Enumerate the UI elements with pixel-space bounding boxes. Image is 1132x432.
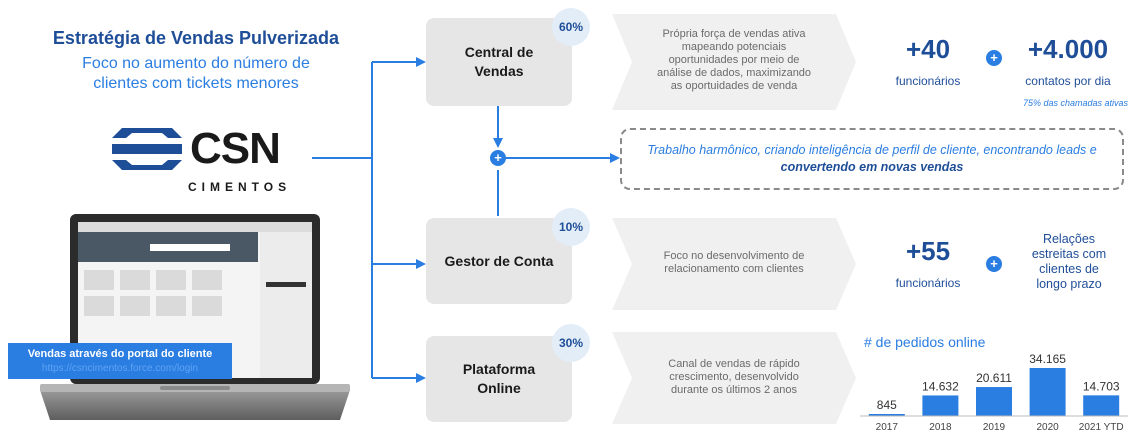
bar-2019: [976, 387, 1012, 416]
x-tick-label: 2019: [983, 422, 1006, 432]
csn-logo-icon: [112, 128, 182, 170]
bar-2018: [922, 395, 959, 416]
bar-value-label: 20.611: [976, 371, 1012, 385]
description-line: Canal de vendas de rápido: [668, 358, 800, 370]
subtitle: Foco no aumento do número de clientes co…: [0, 54, 392, 94]
channel-box-plataforma-online: Plataforma Online: [426, 336, 572, 422]
portal-banner: Vendas através do portal do cliente http…: [8, 343, 232, 379]
percent-badge: 60%: [552, 8, 590, 46]
channel-name-line1: Central de: [464, 44, 534, 60]
description-line: mapeando potenciais: [681, 41, 787, 53]
metric-contacts-value: +4.000: [1027, 34, 1109, 64]
metric-employees-value: +40: [905, 34, 951, 64]
description-line: oportunidades por meio de: [668, 54, 800, 66]
percent-badge: 10%: [552, 208, 590, 246]
bar-value-label: 14.703: [1083, 379, 1120, 393]
bar-2020: [1029, 368, 1066, 416]
channel-name: Gestor de Conta: [444, 252, 554, 269]
channel-box-central-de-vendas: Central de Vendas: [426, 18, 572, 106]
logo-subtext: CIMENTOS: [188, 180, 292, 194]
description-line: relacionamento com clientes: [664, 263, 804, 275]
metric-contacts-label: contatos por dia: [1025, 74, 1111, 88]
bar-2017: [868, 414, 905, 416]
channel-description: Própria força de vendas ativa mapeando p…: [636, 28, 832, 93]
metric-relationship-text: Relações estreitas com clientes de longo…: [1014, 232, 1124, 292]
relationship-line: clientes de: [1039, 262, 1099, 276]
metric-employees-label: funcionários: [895, 74, 961, 88]
channel-name-line2: Online: [477, 380, 521, 396]
channel-box-gestor-de-conta: Gestor de Conta: [426, 218, 572, 304]
metric-employees-value: +55: [905, 236, 951, 266]
chart-title: # de pedidos online: [864, 334, 986, 350]
plus-icon: +: [986, 256, 1002, 272]
description-line: Própria força de vendas ativa: [662, 28, 806, 40]
bar-2021 YTD: [1083, 395, 1120, 416]
metric-note: 75% das chamadas ativas: [1022, 98, 1128, 108]
description-line: as oportuidades de venda: [670, 80, 798, 92]
description-line: durante os últimos 2 anos: [671, 384, 797, 396]
logo-text: CSN: [190, 124, 281, 173]
x-tick-label: 2020: [1036, 422, 1059, 432]
channel-description: Canal de vendas de rápido crescimento, d…: [636, 358, 832, 397]
channel-name-line1: Plataforma: [462, 361, 536, 377]
bar-value-label: 845: [877, 398, 897, 412]
synergy-box: Trabalho harmônico, criando inteligência…: [620, 128, 1124, 190]
relationship-line: estreitas com: [1031, 247, 1107, 261]
synergy-line1: Trabalho harmônico, criando inteligência…: [647, 143, 1097, 157]
plus-icon: +: [490, 150, 506, 166]
relationship-line: Relações: [1042, 232, 1096, 246]
x-tick-label: 2017: [876, 422, 899, 432]
percent-badge: 30%: [552, 324, 590, 362]
channel-name-line2: Vendas: [474, 63, 524, 79]
bar-value-label: 14.632: [922, 379, 959, 393]
portal-link[interactable]: https://csncimentos.force.com/login: [41, 363, 199, 374]
plus-icon: +: [986, 50, 1002, 66]
synergy-line2: convertendo em novas vendas: [780, 160, 964, 174]
portal-label: Vendas através do portal do cliente: [27, 348, 213, 360]
description-line: crescimento, desenvolvido: [669, 371, 799, 383]
x-tick-label: 2021 YTD: [1079, 422, 1124, 432]
subtitle-line2: clientes com tickets menores: [93, 75, 299, 92]
subtitle-line1: Foco no aumento do número de: [82, 55, 310, 72]
x-tick-label: 2018: [929, 422, 952, 432]
page-title: Estratégia de Vendas Pulverizada: [52, 28, 340, 48]
metric-employees-label: funcionários: [895, 276, 961, 290]
channel-description: Foco no desenvolvimento de relacionament…: [636, 250, 832, 276]
relationship-line: longo prazo: [1036, 277, 1102, 291]
orders-bar-chart: 845 2017 14.632 2018 20.611 2019 34.165 2020 14.…: [860, 352, 1128, 432]
description-line: análise de dados, maximizando: [656, 67, 812, 79]
bar-value-label: 34.165: [1029, 352, 1066, 366]
description-line: Foco no desenvolvimento de: [663, 250, 805, 262]
